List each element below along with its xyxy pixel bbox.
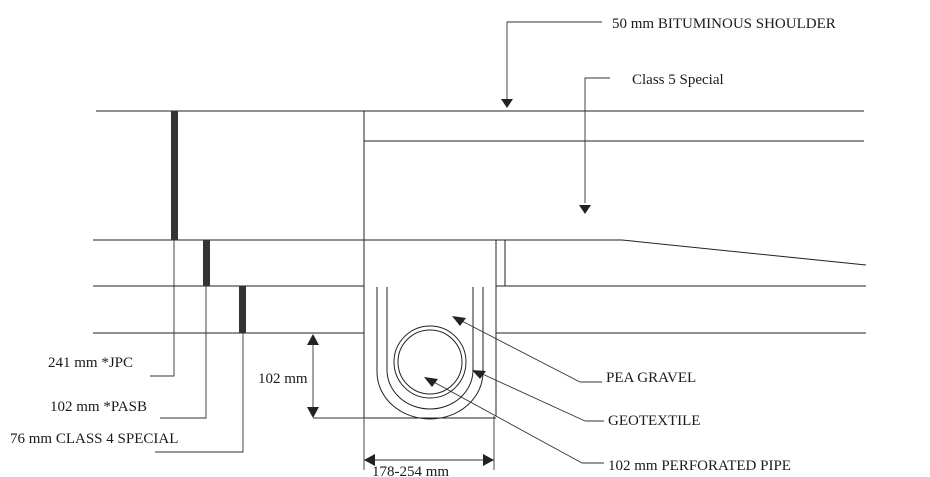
trench-width-arrow-left [364,454,375,466]
pea-gravel-arrow [452,316,466,326]
depth-102-label: 102 mm [258,371,308,387]
geotextile-arrow [472,370,486,379]
class4-special-label: 76 mm CLASS 4 SPECIAL [10,431,178,447]
jpc-label: 241 mm *JPC [48,355,133,371]
pasb-label: 102 mm *PASB [50,399,147,415]
pea-gravel-label: PEA GRAVEL [606,370,696,386]
trench-width-label: 178-254 mm [372,464,449,477]
perforated-pipe-inner [397,329,463,395]
shoulder-arrow [501,99,513,108]
perforated-pipe-outer [393,325,467,399]
shoulder-leader [506,21,602,101]
class5-leader [584,77,610,203]
geotextile-leader [477,371,586,422]
perforated-pipe-arrow [424,377,438,387]
depth-arrow-top [307,334,319,345]
pea-gravel-leader [455,317,581,383]
pasb-thickness-bar [203,240,210,286]
geotextile-outer [376,287,484,420]
class5-bottom-sloped-line [621,239,867,266]
bituminous-shoulder-label: 50 mm BITUMINOUS SHOULDER [612,16,836,32]
geotextile-label: GEOTEXTILE [608,413,700,429]
perforated-pipe-leader [429,379,583,464]
perforated-pipe-label: 102 mm PERFORATED PIPE [608,458,791,474]
class4-leader [155,333,244,453]
pasb-leader [160,286,207,419]
depth-arrow-bottom [307,407,319,418]
class4-thickness-bar [239,286,246,333]
class5-special-label: Class 5 Special [632,72,724,88]
trench-width-arrow-right [483,454,494,466]
jpc-thickness-bar [171,111,178,240]
jpc-leader [150,240,175,377]
class5-arrow [579,205,591,214]
geotextile-inner [386,287,474,410]
